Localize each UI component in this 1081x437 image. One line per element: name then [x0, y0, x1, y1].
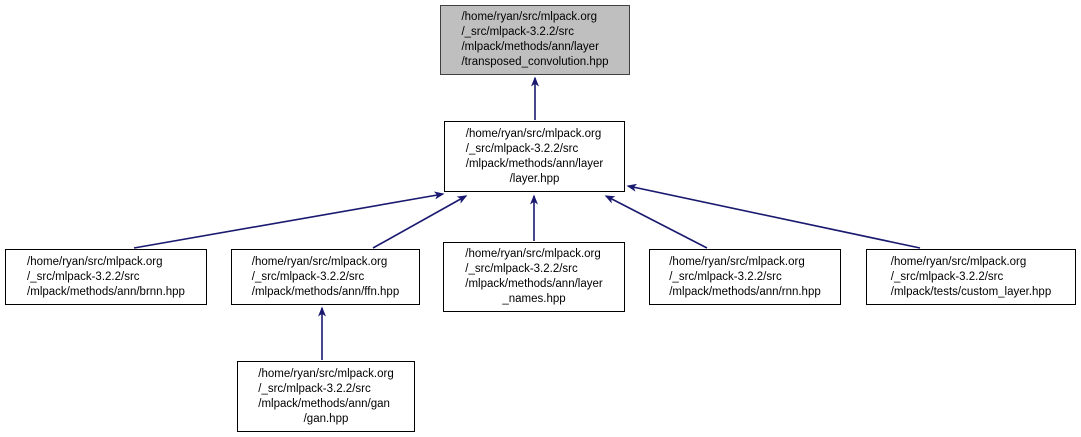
graph-node-label-line: /_src/mlpack-3.2.2/src	[251, 270, 365, 283]
graph-node-label-line: /home/ryan/src/mlpack.org	[258, 367, 394, 380]
graph-node-label-line: /home/ryan/src/mlpack.org	[465, 248, 601, 260]
graph-node-gan[interactable]: /home/ryan/src/mlpack.org /_src/mlpack-3.…	[237, 361, 415, 432]
graph-node-layer[interactable]: /home/ryan/src/mlpack.org /_src/mlpack-3.…	[444, 121, 625, 192]
graph-node-label-line: /mlpack/methods/ann/layer	[461, 41, 599, 53]
graph-node-label: /home/ryan/src/mlpack.org /_src/mlpack-3.…	[461, 10, 608, 70]
graph-node-label-line: /mlpack/methods/ann/layer	[465, 278, 603, 290]
graph-node-label: /home/ryan/src/mlpack.org /_src/mlpack-3.…	[891, 255, 1051, 300]
graph-edge	[133, 191, 445, 249]
graph-node-label-line: /home/ryan/src/mlpack.org	[465, 127, 602, 140]
graph-edge	[372, 195, 468, 249]
graph-node-label-line: /home/ryan/src/mlpack.org	[890, 255, 1027, 268]
graph-node-label-line: /home/ryan/src/mlpack.org	[669, 255, 805, 268]
graph-node-ffn[interactable]: /home/ryan/src/mlpack.org /_src/mlpack-3.…	[231, 249, 420, 305]
graph-node-label-line: /mlpack/methods/ann/brnn.hpp	[27, 285, 185, 298]
graph-node-label: /home/ryan/src/mlpack.org /_src/mlpack-3.…	[466, 127, 603, 187]
graph-node-label-line: /gan.hpp	[303, 412, 349, 425]
graph-node-label-line: /_src/mlpack-3.2.2/src	[669, 270, 782, 283]
graph-node-label-line: /_src/mlpack-3.2.2/src	[461, 26, 574, 38]
graph-node-label-line: /mlpack/methods/ann/ffn.hpp	[251, 285, 400, 298]
graph-node-label-line: /mlpack/methods/ann/layer	[465, 157, 604, 170]
graph-node-label: /home/ryan/src/mlpack.org /_src/mlpack-3.…	[669, 255, 821, 300]
graph-node-label: /home/ryan/src/mlpack.org /_src/mlpack-3.…	[258, 367, 394, 427]
graph-node-label-line: /_src/mlpack-3.2.2/src	[27, 270, 140, 283]
graph-node-label-line: /mlpack/methods/ann/gan	[258, 397, 390, 410]
graph-node-label-line: /_src/mlpack-3.2.2/src	[465, 142, 579, 155]
graph-node-label-line: /home/ryan/src/mlpack.org	[27, 255, 163, 268]
graph-node-label: /home/ryan/src/mlpack.org /_src/mlpack-3.…	[27, 255, 185, 300]
graph-node-label-line: /_src/mlpack-3.2.2/src	[465, 263, 578, 275]
graph-edge	[604, 195, 708, 249]
graph-node-label-line: /mlpack/methods/ann/rnn.hpp	[669, 285, 821, 298]
graph-node-rnn[interactable]: /home/ryan/src/mlpack.org /_src/mlpack-3.…	[649, 249, 841, 305]
graph-node-label-line: /transposed_convolution.hpp	[461, 56, 609, 68]
graph-node-transposed_convolution: /home/ryan/src/mlpack.org /_src/mlpack-3.…	[440, 5, 630, 75]
graph-node-label-line: _names.hpp	[502, 293, 566, 305]
graph-node-label-line: /home/ryan/src/mlpack.org	[461, 11, 597, 23]
graph-node-label: /home/ryan/src/mlpack.org /_src/mlpack-3.…	[465, 247, 602, 307]
graph-node-brnn[interactable]: /home/ryan/src/mlpack.org /_src/mlpack-3.…	[5, 249, 207, 305]
graph-node-label-line: /_src/mlpack-3.2.2/src	[258, 382, 371, 395]
graph-node-label-line: /home/ryan/src/mlpack.org	[251, 255, 388, 268]
graph-node-label-line: /layer.hpp	[509, 172, 560, 185]
graph-node-label: /home/ryan/src/mlpack.org /_src/mlpack-3.…	[252, 255, 399, 300]
graph-node-label-line: /mlpack/tests/custom_layer.hpp	[890, 285, 1052, 298]
graph-node-custom_layer[interactable]: /home/ryan/src/mlpack.org /_src/mlpack-3.…	[866, 249, 1076, 305]
graph-node-layer_names[interactable]: /home/ryan/src/mlpack.org /_src/mlpack-3.…	[443, 242, 625, 312]
graph-edge	[626, 183, 921, 249]
graph-node-label-line: /_src/mlpack-3.2.2/src	[890, 270, 1004, 283]
